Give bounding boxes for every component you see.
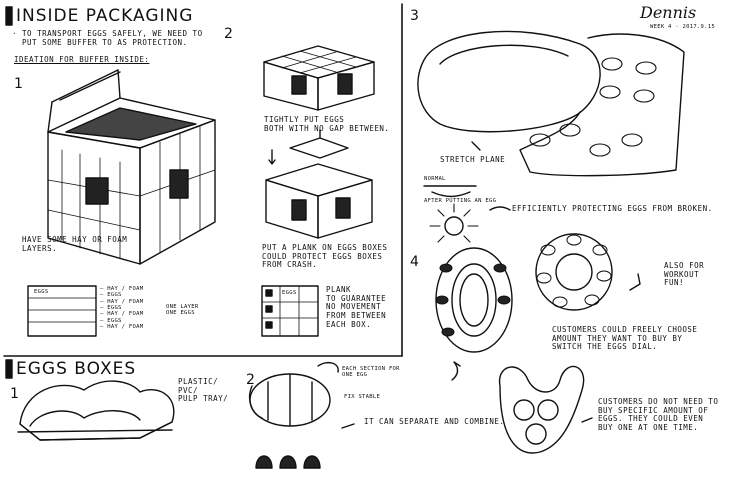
plank-grid-diagram <box>261 285 319 337</box>
sketch-number-4: 4 <box>410 254 419 270</box>
note-separate: IT CAN SEPARATE AND COMBINE. <box>364 417 505 426</box>
note-efficiently: EFFICIENTLY PROTECTING EGGS FROM BROKEN. <box>512 204 713 213</box>
layers-list: — HAY / FOAM — EGGS — HAY / FOAM — EGGS … <box>100 286 144 330</box>
sketch-number-2: 2 <box>224 26 233 42</box>
note-one-layer: ONE LAYER ONE EGGS <box>166 304 199 317</box>
label-normal: NORMAL <box>424 176 446 182</box>
ideation-subheading: IDEATION FOR BUFFER INSIDE: <box>14 55 150 64</box>
note-tightly: TIGHTLY PUT EGGS BOTH WITH NO GAP BETWEE… <box>264 115 390 133</box>
boxes-number-2: 2 <box>246 372 255 388</box>
plank-grid-cell: EGGS <box>282 290 297 296</box>
layers-grid-cell: EGGS <box>34 289 49 295</box>
sketch-number-1: 1 <box>14 76 23 92</box>
label-after-putting: AFTER PUTTING AN EGG <box>424 198 497 204</box>
section-title-inside-packaging: INSIDE PACKAGING <box>16 6 194 26</box>
label-stretch-plane: STRETCH PLANE <box>440 155 506 164</box>
note-each-section: EACH SECTION FOR ONE EGG <box>342 366 400 379</box>
heading-bullet-inside <box>5 6 13 26</box>
egg-case-sketch <box>417 30 685 177</box>
note-plank: PUT A PLANK ON EGGS BOXES COULD PROTECT … <box>262 243 388 270</box>
panel-dividers <box>3 3 403 357</box>
note-customers-no-need: CUSTOMERS DO NOT NEED TO BUY SPECIFIC AM… <box>598 397 719 432</box>
layers-diagram <box>27 285 97 337</box>
note-also-for: ALSO FOR WORKOUT FUN! <box>664 261 705 288</box>
signature-date: WEEK 4 · 2017.9.15 <box>650 24 716 30</box>
signature: Dennis <box>640 3 697 22</box>
note-plastic: PLASTIC/ PVC/ PULP TRAY/ <box>178 377 229 404</box>
note-hay-layers: HAVE SOME HAY OR FOAM LAYERS. <box>22 235 128 253</box>
heading-bullet-boxes <box>5 359 13 379</box>
note-fix-stable: FIX STABLE <box>344 394 381 400</box>
crate-plank-sketch <box>265 129 373 239</box>
sketch-number-3: 3 <box>410 8 419 24</box>
note-plank-guarantee: PLANK TO GUARANTEE NO MOVEMENT FROM BETW… <box>326 285 387 329</box>
flower-tray-sketch <box>498 365 593 454</box>
stretch-diagram <box>423 185 511 243</box>
egg-dial-sketch <box>435 233 641 381</box>
egg-pods-sketch <box>248 361 355 469</box>
open-box-sketch <box>47 69 216 265</box>
note-customers-choose: CUSTOMERS COULD FREELY CHOOSE AMOUNT THE… <box>552 325 698 352</box>
boxes-number-1: 1 <box>10 386 19 402</box>
intro-text: · TO TRANSPORT EGGS SAFELY, WE NEED TO P… <box>12 29 203 47</box>
section-title-eggs-boxes: EGGS BOXES <box>16 359 137 379</box>
crate-closed-sketch <box>263 45 375 111</box>
egg-tray-sketch <box>17 380 175 441</box>
